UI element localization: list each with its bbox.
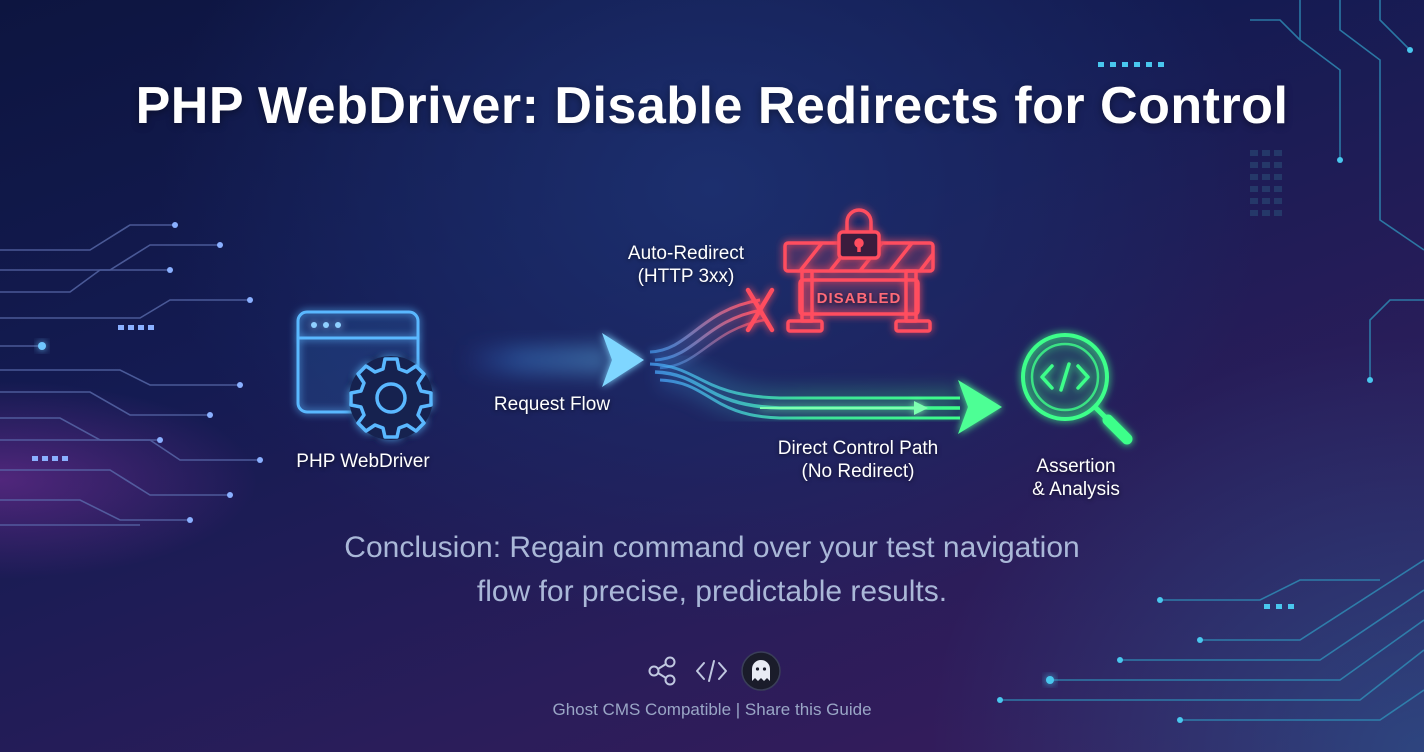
blocked-x-icon (745, 287, 775, 333)
small-green-arrow (760, 401, 928, 415)
assertion-analysis-label: Assertion & Analysis (996, 455, 1156, 501)
assertion-line1: Assertion (1036, 456, 1116, 477)
conclusion-line2: flow for precise, predictable results. (476, 575, 948, 608)
php-webdriver-label: PHP WebDriver (296, 451, 430, 472)
auto-redirect-line1: Auto-Redirect (627, 243, 745, 264)
circuit-traces-left (0, 224, 260, 526)
circuit-nodes-right (997, 47, 1413, 723)
assertion-line2: & Analysis (1032, 479, 1120, 500)
disabled-sign-label: DISABLED (816, 290, 902, 307)
circuit-traces-right (1000, 0, 1424, 721)
request-flow-arrow (460, 333, 644, 387)
pcb-grid-right (1250, 150, 1282, 216)
footer-text: Ghost CMS Compatible | Share this Guide (552, 700, 872, 719)
conclusion-text: Conclusion: Regain command over your tes… (212, 526, 1212, 614)
auto-redirect-label: Auto-Redirect (HTTP 3xx) (596, 242, 776, 288)
share-icon[interactable] (648, 656, 676, 686)
magnifier-code-icon (1021, 333, 1133, 445)
background-glow-right (924, 332, 1424, 752)
conclusion-line1: Conclusion: Regain command over your tes… (344, 531, 1080, 564)
direct-path-line1: Direct Control Path (777, 438, 939, 459)
page-title: PHP WebDriver: Disable Redirects for Con… (135, 77, 1289, 135)
direct-control-path-arrow (649, 355, 1002, 434)
footer-icon-row (648, 651, 781, 691)
gear-icon (349, 356, 433, 440)
auto-redirect-line2: (HTTP 3xx) (637, 266, 735, 287)
request-flow-label: Request Flow (493, 394, 611, 415)
direct-control-path-label: Direct Control Path (No Redirect) (748, 437, 968, 483)
circuit-nodes-left (32, 222, 263, 523)
lock-icon (837, 208, 881, 260)
background-glow-left (0, 380, 260, 580)
ghost-icon[interactable] (741, 651, 781, 691)
direct-path-line2: (No Redirect) (801, 461, 915, 482)
code-icon[interactable] (696, 660, 727, 682)
